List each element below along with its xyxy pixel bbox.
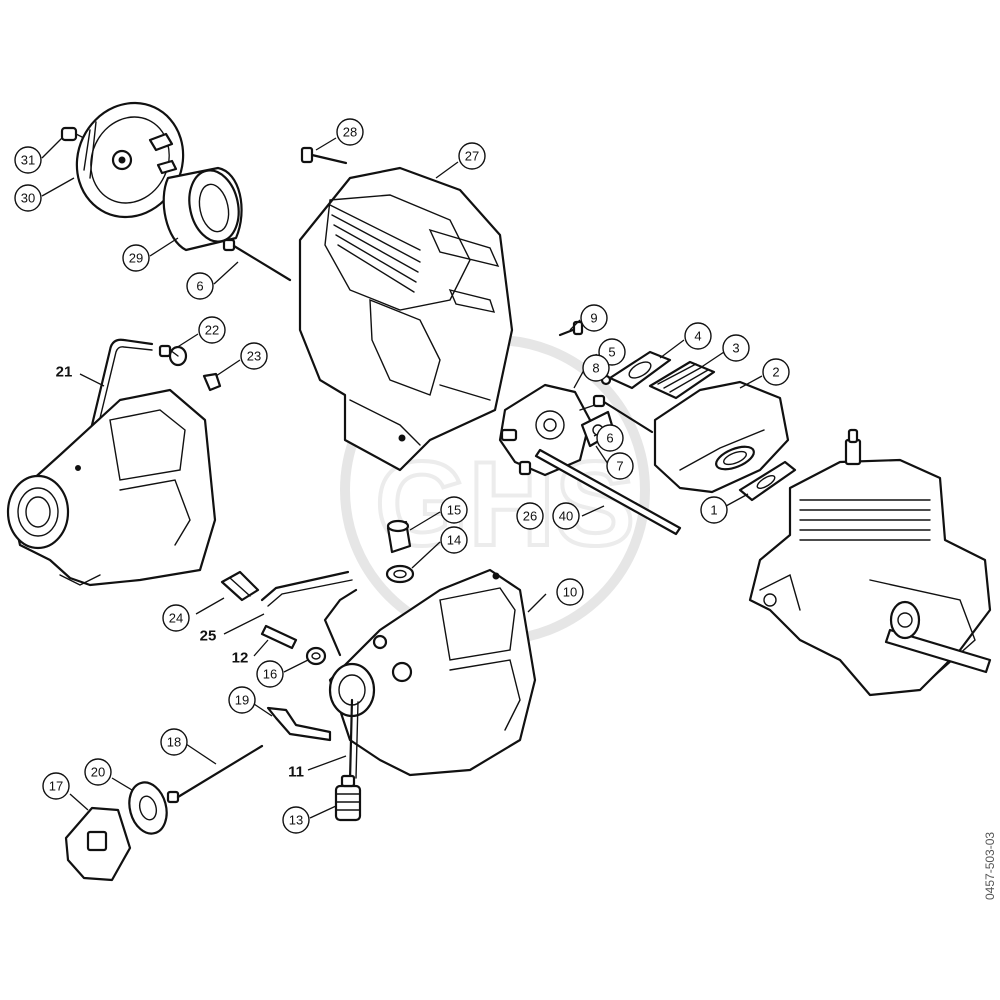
part-fuel-filter-13 [334, 774, 362, 822]
part-gasket-4 [608, 350, 672, 390]
part-fuel-tank-10 [323, 568, 537, 782]
callout-28: 28 [336, 118, 364, 146]
part-screw-28 [300, 146, 348, 165]
part-fan-housing-27 [298, 166, 514, 472]
svg-text:26: 26 [523, 509, 537, 524]
part-grommet-16 [305, 646, 327, 666]
callout-19: 19 [228, 686, 256, 714]
part-rewind-starter-30 [75, 101, 185, 219]
svg-text:30: 30 [21, 191, 35, 206]
svg-text:10: 10 [563, 585, 577, 600]
svg-text:4: 4 [694, 329, 701, 344]
callout-23: 23 [240, 342, 268, 370]
callout-10: 10 [556, 578, 584, 606]
callout-6-middle: 6 [596, 424, 624, 452]
callout-13: 13 [282, 806, 310, 834]
part-lever-19 [266, 706, 332, 742]
svg-text:3: 3 [732, 341, 739, 356]
callout-31: 31 [14, 146, 42, 174]
svg-text:20: 20 [91, 765, 105, 780]
callout-30: 30 [14, 184, 42, 212]
part-valve-24 [220, 570, 260, 602]
part-fuel-tank-left [6, 388, 217, 587]
svg-text:1: 1 [710, 503, 717, 518]
callout-27: 27 [458, 142, 486, 170]
part-carburetor [498, 383, 599, 477]
svg-text:24: 24 [169, 611, 183, 626]
part-cap-15 [386, 519, 412, 554]
svg-text:14: 14 [447, 533, 461, 548]
part-plug-23 [202, 372, 222, 392]
part-screw-31 [60, 126, 85, 142]
svg-text:11: 11 [288, 764, 304, 781]
callout-12: 12 [232, 650, 249, 667]
part-filter-screen-3 [648, 360, 716, 400]
drawing-code: 0457-503-03 [983, 832, 997, 900]
callout-18: 18 [160, 728, 188, 756]
svg-text:9: 9 [590, 311, 597, 326]
svg-text:8: 8 [592, 361, 599, 376]
svg-text:19: 19 [235, 693, 249, 708]
svg-text:27: 27 [465, 149, 479, 164]
part-tube-12 [260, 624, 298, 650]
svg-text:2: 2 [772, 365, 779, 380]
svg-text:17: 17 [49, 779, 63, 794]
part-screw-18 [166, 744, 264, 804]
part-cover-2 [653, 380, 790, 494]
svg-text:28: 28 [343, 125, 357, 140]
svg-text:21: 21 [56, 364, 73, 381]
callout-11: 11 [288, 764, 304, 781]
part-engine-block [748, 428, 992, 697]
callout-20: 20 [84, 758, 112, 786]
part-washer-20 [128, 781, 168, 835]
callout-9: 9 [580, 304, 608, 332]
svg-text:40: 40 [559, 509, 573, 524]
svg-text:29: 29 [129, 251, 143, 266]
callout-25: 25 [200, 628, 217, 645]
callout-26: 26 [516, 502, 544, 530]
callout-14: 14 [440, 526, 468, 554]
part-bolt-22 [158, 344, 188, 367]
callout-4: 4 [684, 322, 712, 350]
callout-16: 16 [256, 660, 284, 688]
leader-lines [41, 137, 763, 819]
svg-text:25: 25 [200, 628, 217, 645]
part-fuel-cap-17 [64, 806, 132, 882]
callout-8: 8 [582, 354, 610, 382]
svg-text:12: 12 [232, 650, 249, 667]
svg-text:13: 13 [289, 813, 303, 828]
part-hose-25 [260, 570, 353, 607]
svg-text:GHS: GHS [375, 437, 635, 571]
callout-21: 21 [56, 364, 73, 381]
callout-2: 2 [762, 358, 790, 386]
callout-1: 1 [700, 496, 728, 524]
callout-15: 15 [440, 496, 468, 524]
svg-text:23: 23 [247, 349, 261, 364]
part-screw-6-top [222, 238, 292, 282]
part-screw-9 [558, 320, 584, 337]
part-gasket-1 [738, 460, 797, 502]
callout-22: 22 [198, 316, 226, 344]
callout-3: 3 [722, 334, 750, 362]
svg-text:7: 7 [616, 459, 623, 474]
svg-text:16: 16 [263, 667, 277, 682]
svg-text:6: 6 [196, 279, 203, 294]
svg-text:5: 5 [608, 345, 615, 360]
svg-text:15: 15 [447, 503, 461, 518]
callout-40: 40 [552, 502, 580, 530]
callout-7: 7 [606, 452, 634, 480]
svg-text:31: 31 [21, 153, 35, 168]
callout-6-top: 6 [186, 272, 214, 300]
callout-29: 29 [122, 244, 150, 272]
part-screw-6-middle [592, 394, 654, 434]
part-washer-14 [385, 564, 415, 584]
svg-text:22: 22 [205, 323, 219, 338]
callout-17: 17 [42, 772, 70, 800]
part-drum-29 [162, 166, 243, 252]
part-strip-26-40 [534, 448, 682, 536]
callout-24: 24 [162, 604, 190, 632]
svg-text:6: 6 [606, 431, 613, 446]
svg-text:18: 18 [167, 735, 181, 750]
